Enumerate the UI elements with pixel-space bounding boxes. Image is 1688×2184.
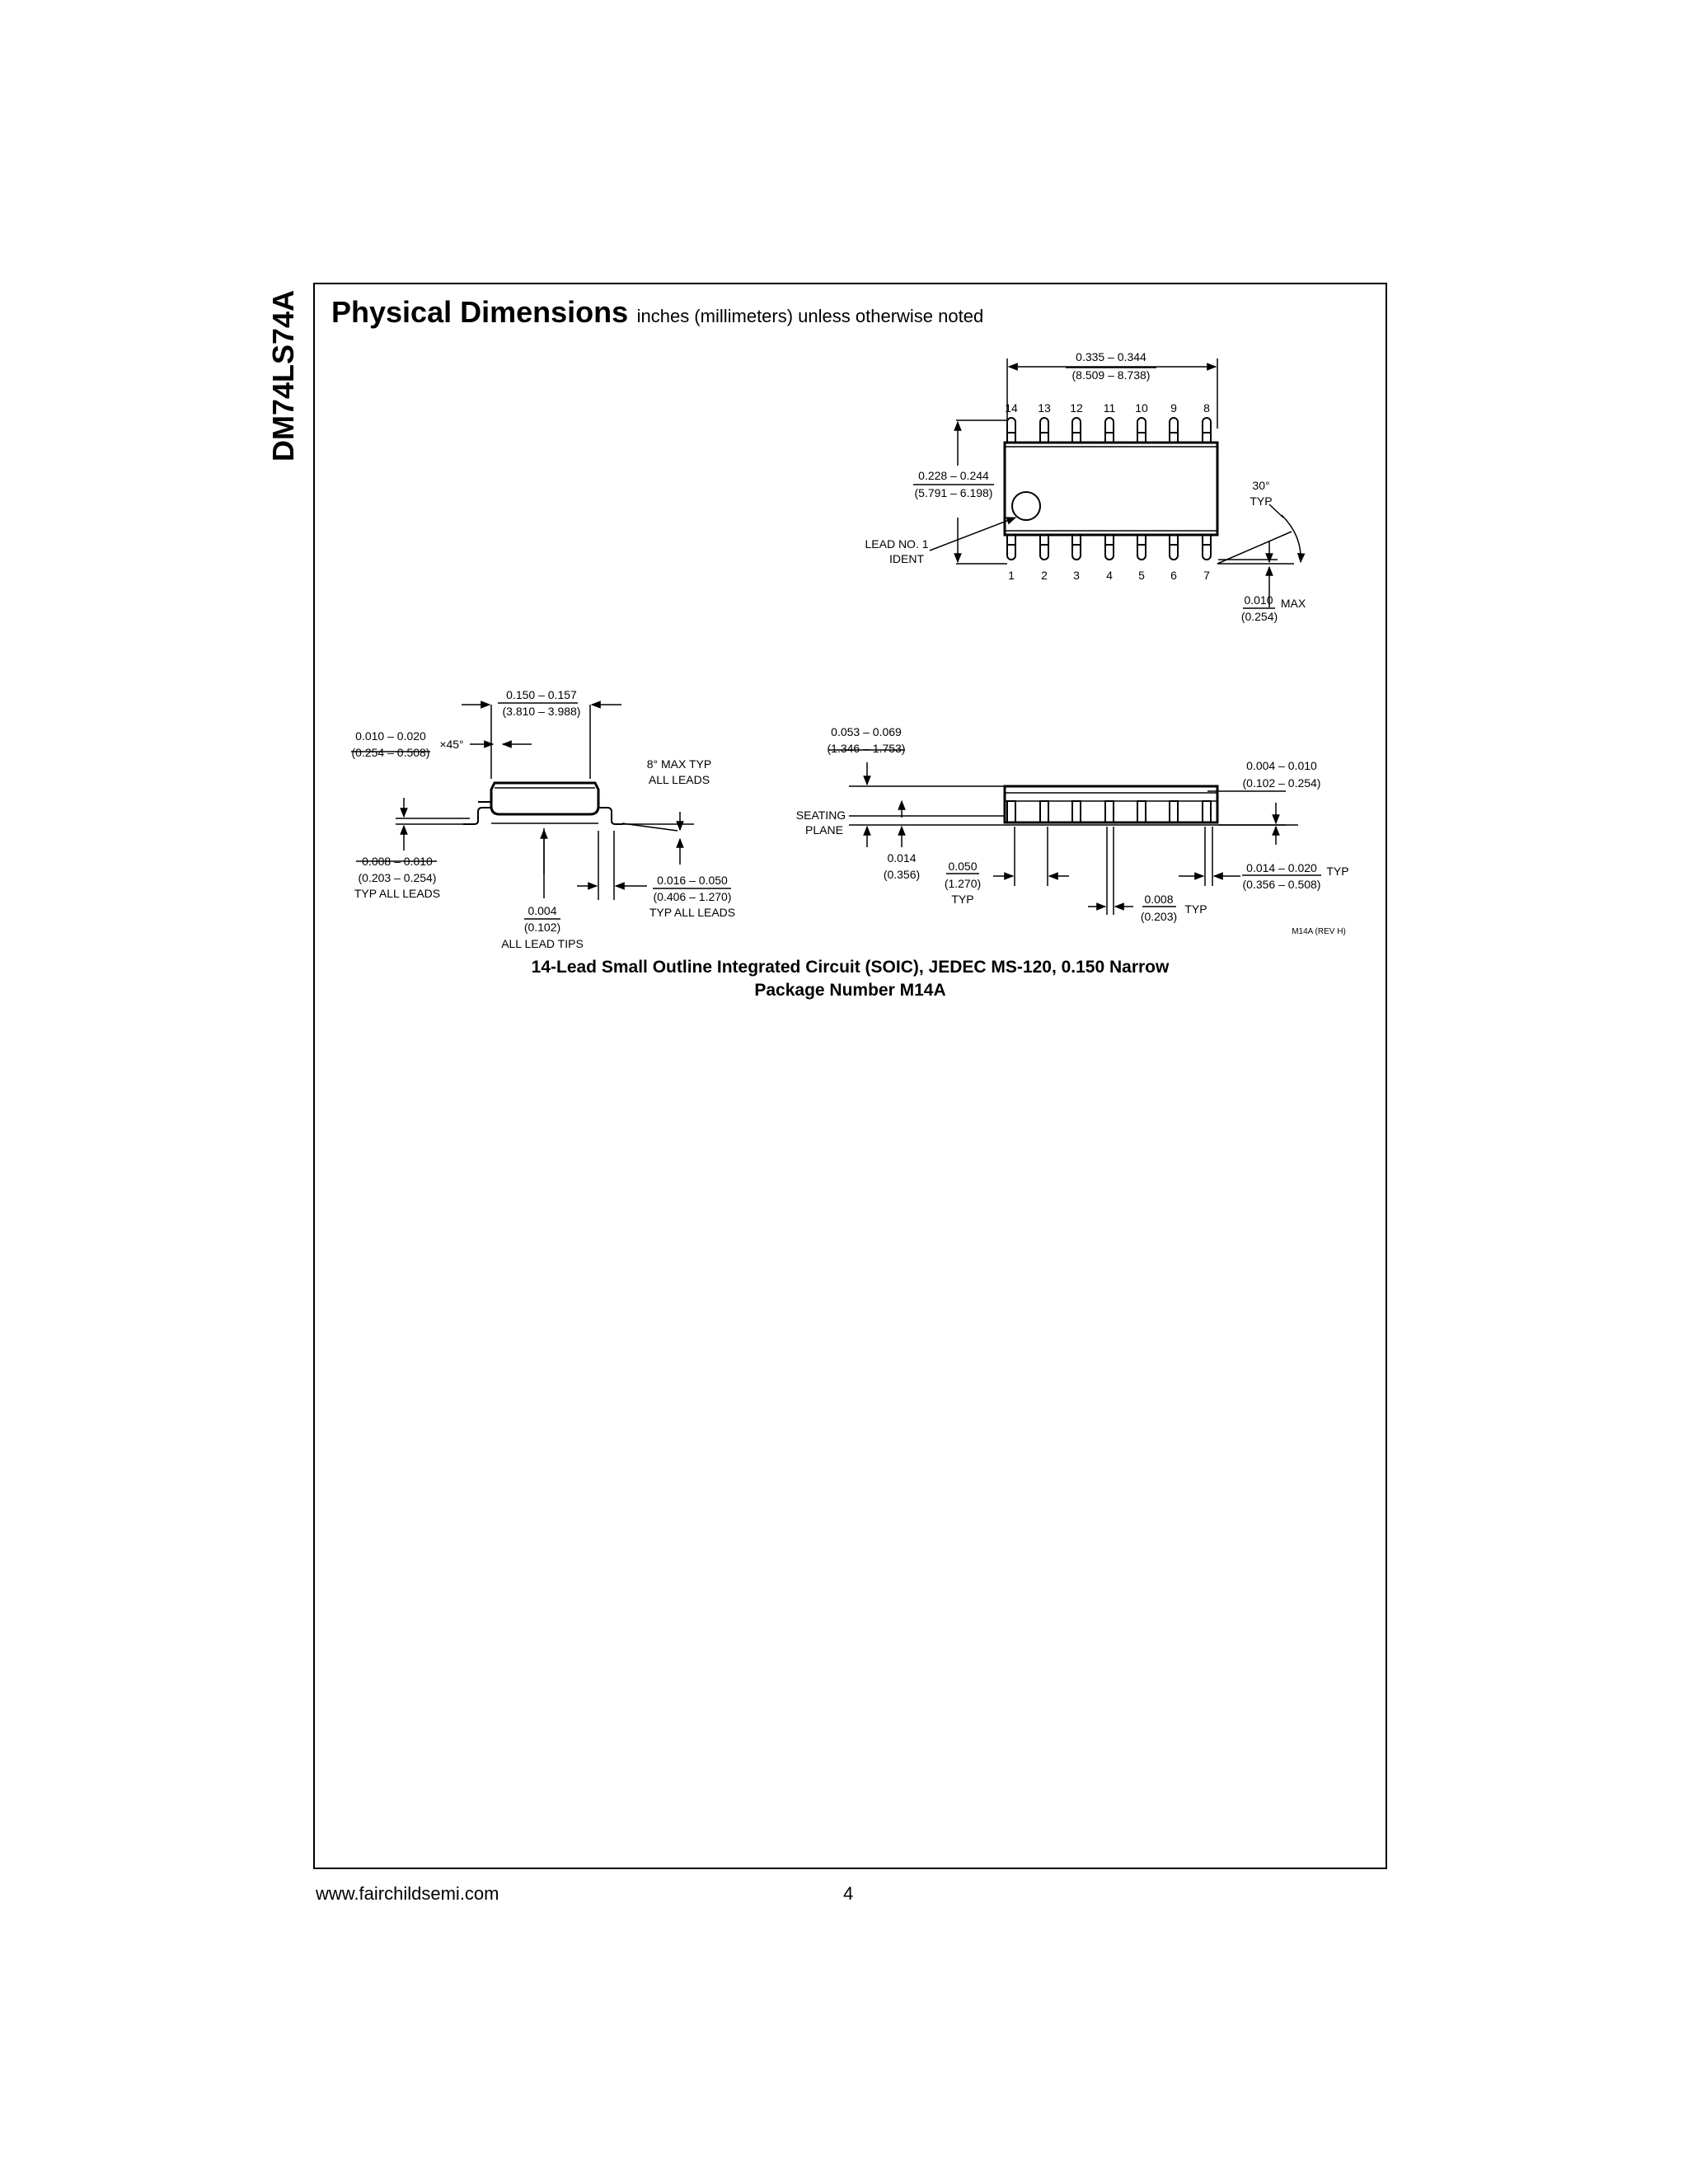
top-view	[913, 359, 1306, 609]
ev-lead-thick-note: TYP ALL LEADS	[354, 887, 440, 900]
tv-pin-2: 2	[1041, 569, 1048, 582]
package-caption: 14-Lead Small Outline Integrated Circuit…	[313, 956, 1387, 1002]
tv-max-suffix: MAX	[1281, 597, 1306, 610]
sv-lead-w-in: 0.008	[1144, 893, 1173, 906]
sv-seating-2: PLANE	[805, 823, 843, 837]
tv-lead-ident-1: LEAD NO. 1	[865, 537, 928, 551]
sv-width2-mm: (0.356 – 0.508)	[1243, 878, 1321, 891]
sv-standoff-mm: (0.102 – 0.254)	[1243, 776, 1321, 790]
tv-width-mm: (5.791 – 6.198)	[915, 486, 993, 499]
sv-pitch-mm: (1.270)	[945, 877, 981, 890]
sv-height-mm: (1.346 – 1.753)	[828, 742, 906, 755]
ev-body-mm: (3.810 – 3.988)	[503, 705, 581, 718]
ev-foot-mm: (0.406 – 1.270)	[654, 890, 732, 903]
sv-lead-h-mm: (0.356)	[884, 868, 920, 881]
sv-height-in: 0.053 – 0.069	[831, 725, 902, 738]
top-leads	[1006, 417, 1212, 443]
heading-title: Physical Dimensions	[331, 295, 629, 329]
ev-lead-thick-mm: (0.203 – 0.254)	[359, 871, 437, 884]
ev-foot-in: 0.016 – 0.050	[657, 874, 728, 887]
sv-width2-in: 0.014 – 0.020	[1246, 861, 1317, 874]
ev-tip-mm: (0.102)	[524, 921, 560, 934]
tv-pin-5: 5	[1138, 569, 1145, 582]
ev-body-in: 0.150 – 0.157	[506, 688, 577, 701]
tv-pin-4: 4	[1106, 569, 1113, 582]
side-view	[828, 749, 1321, 915]
content-frame	[313, 283, 1387, 1869]
tv-angle-value: 30°	[1252, 479, 1269, 492]
footer-url: www.fairchildsemi.com	[316, 1883, 499, 1904]
bottom-leads	[1006, 535, 1212, 560]
tv-angle-typ: TYP	[1250, 494, 1272, 508]
tv-pin-12: 12	[1070, 401, 1083, 415]
sv-width2-typ: TYP	[1326, 865, 1348, 878]
tv-pin-10: 10	[1135, 401, 1148, 415]
sv-lead-h-in: 0.014	[887, 851, 916, 865]
ev-angle-2: ALL LEADS	[649, 773, 710, 786]
sv-pitch-typ: TYP	[951, 893, 973, 906]
ev-angle-1: 8° MAX TYP	[647, 757, 711, 771]
ev-tip-note: ALL LEAD TIPS	[501, 937, 584, 950]
tv-pin-6: 6	[1170, 569, 1177, 582]
heading-subtitle: inches (millimeters) unless otherwise no…	[636, 306, 984, 326]
tv-pin-9: 9	[1170, 401, 1177, 415]
sv-seating-1: SEATING	[796, 808, 846, 822]
caption-line-1: 14-Lead Small Outline Integrated Circuit…	[531, 958, 1170, 977]
tv-pin-3: 3	[1073, 569, 1080, 582]
side-view-labels: 0.053 – 0.069 (1.346 – 1.753) 0.004 – 0.…	[796, 725, 1349, 936]
tv-lead-ident-2: IDENT	[889, 552, 924, 565]
page-number: 4	[843, 1883, 854, 1904]
caption-line-2: Package Number M14A	[754, 981, 946, 1000]
top-view-labels: 0.335 – 0.344 (8.509 – 8.738) 14 13 12 1…	[865, 350, 1306, 623]
tv-length-mm: (8.509 – 8.738)	[1072, 368, 1151, 382]
section-heading: Physical Dimensions inches (millimeters)…	[331, 295, 983, 330]
sv-lead-w-mm: (0.203)	[1141, 910, 1177, 923]
sv-standoff-in: 0.004 – 0.010	[1246, 759, 1317, 772]
tv-max-mm: (0.254)	[1241, 610, 1278, 623]
tv-width-in: 0.228 – 0.244	[918, 469, 989, 482]
ev-tip-in: 0.004	[528, 904, 556, 917]
sv-lead-w-typ: TYP	[1184, 902, 1207, 916]
tv-pin-11: 11	[1104, 401, 1116, 415]
tv-max-in: 0.010	[1244, 593, 1273, 607]
ev-lead-thick-in: 0.008 – 0.010	[362, 855, 433, 868]
sv-pitch-in: 0.050	[948, 860, 977, 873]
end-view	[351, 701, 731, 920]
ev-chamfer-mm: (0.254 – 0.508)	[352, 746, 430, 759]
tv-pin-14: 14	[1005, 401, 1018, 415]
tv-pin-8: 8	[1203, 401, 1210, 415]
tv-pin-7: 7	[1203, 569, 1210, 582]
sv-drawing-ref: M14A (REV H)	[1292, 927, 1346, 936]
ev-foot-note: TYP ALL LEADS	[649, 906, 735, 919]
end-view-labels: 0.150 – 0.157 (3.810 – 3.988) 0.010 – 0.…	[352, 688, 736, 950]
tv-length-in: 0.335 – 0.344	[1076, 350, 1146, 363]
tv-pin-1: 1	[1008, 569, 1015, 582]
tv-pin-13: 13	[1038, 401, 1051, 415]
ev-chamfer-in: 0.010 – 0.020	[355, 729, 426, 743]
ev-chamfer-suffix: ×45°	[439, 738, 463, 751]
